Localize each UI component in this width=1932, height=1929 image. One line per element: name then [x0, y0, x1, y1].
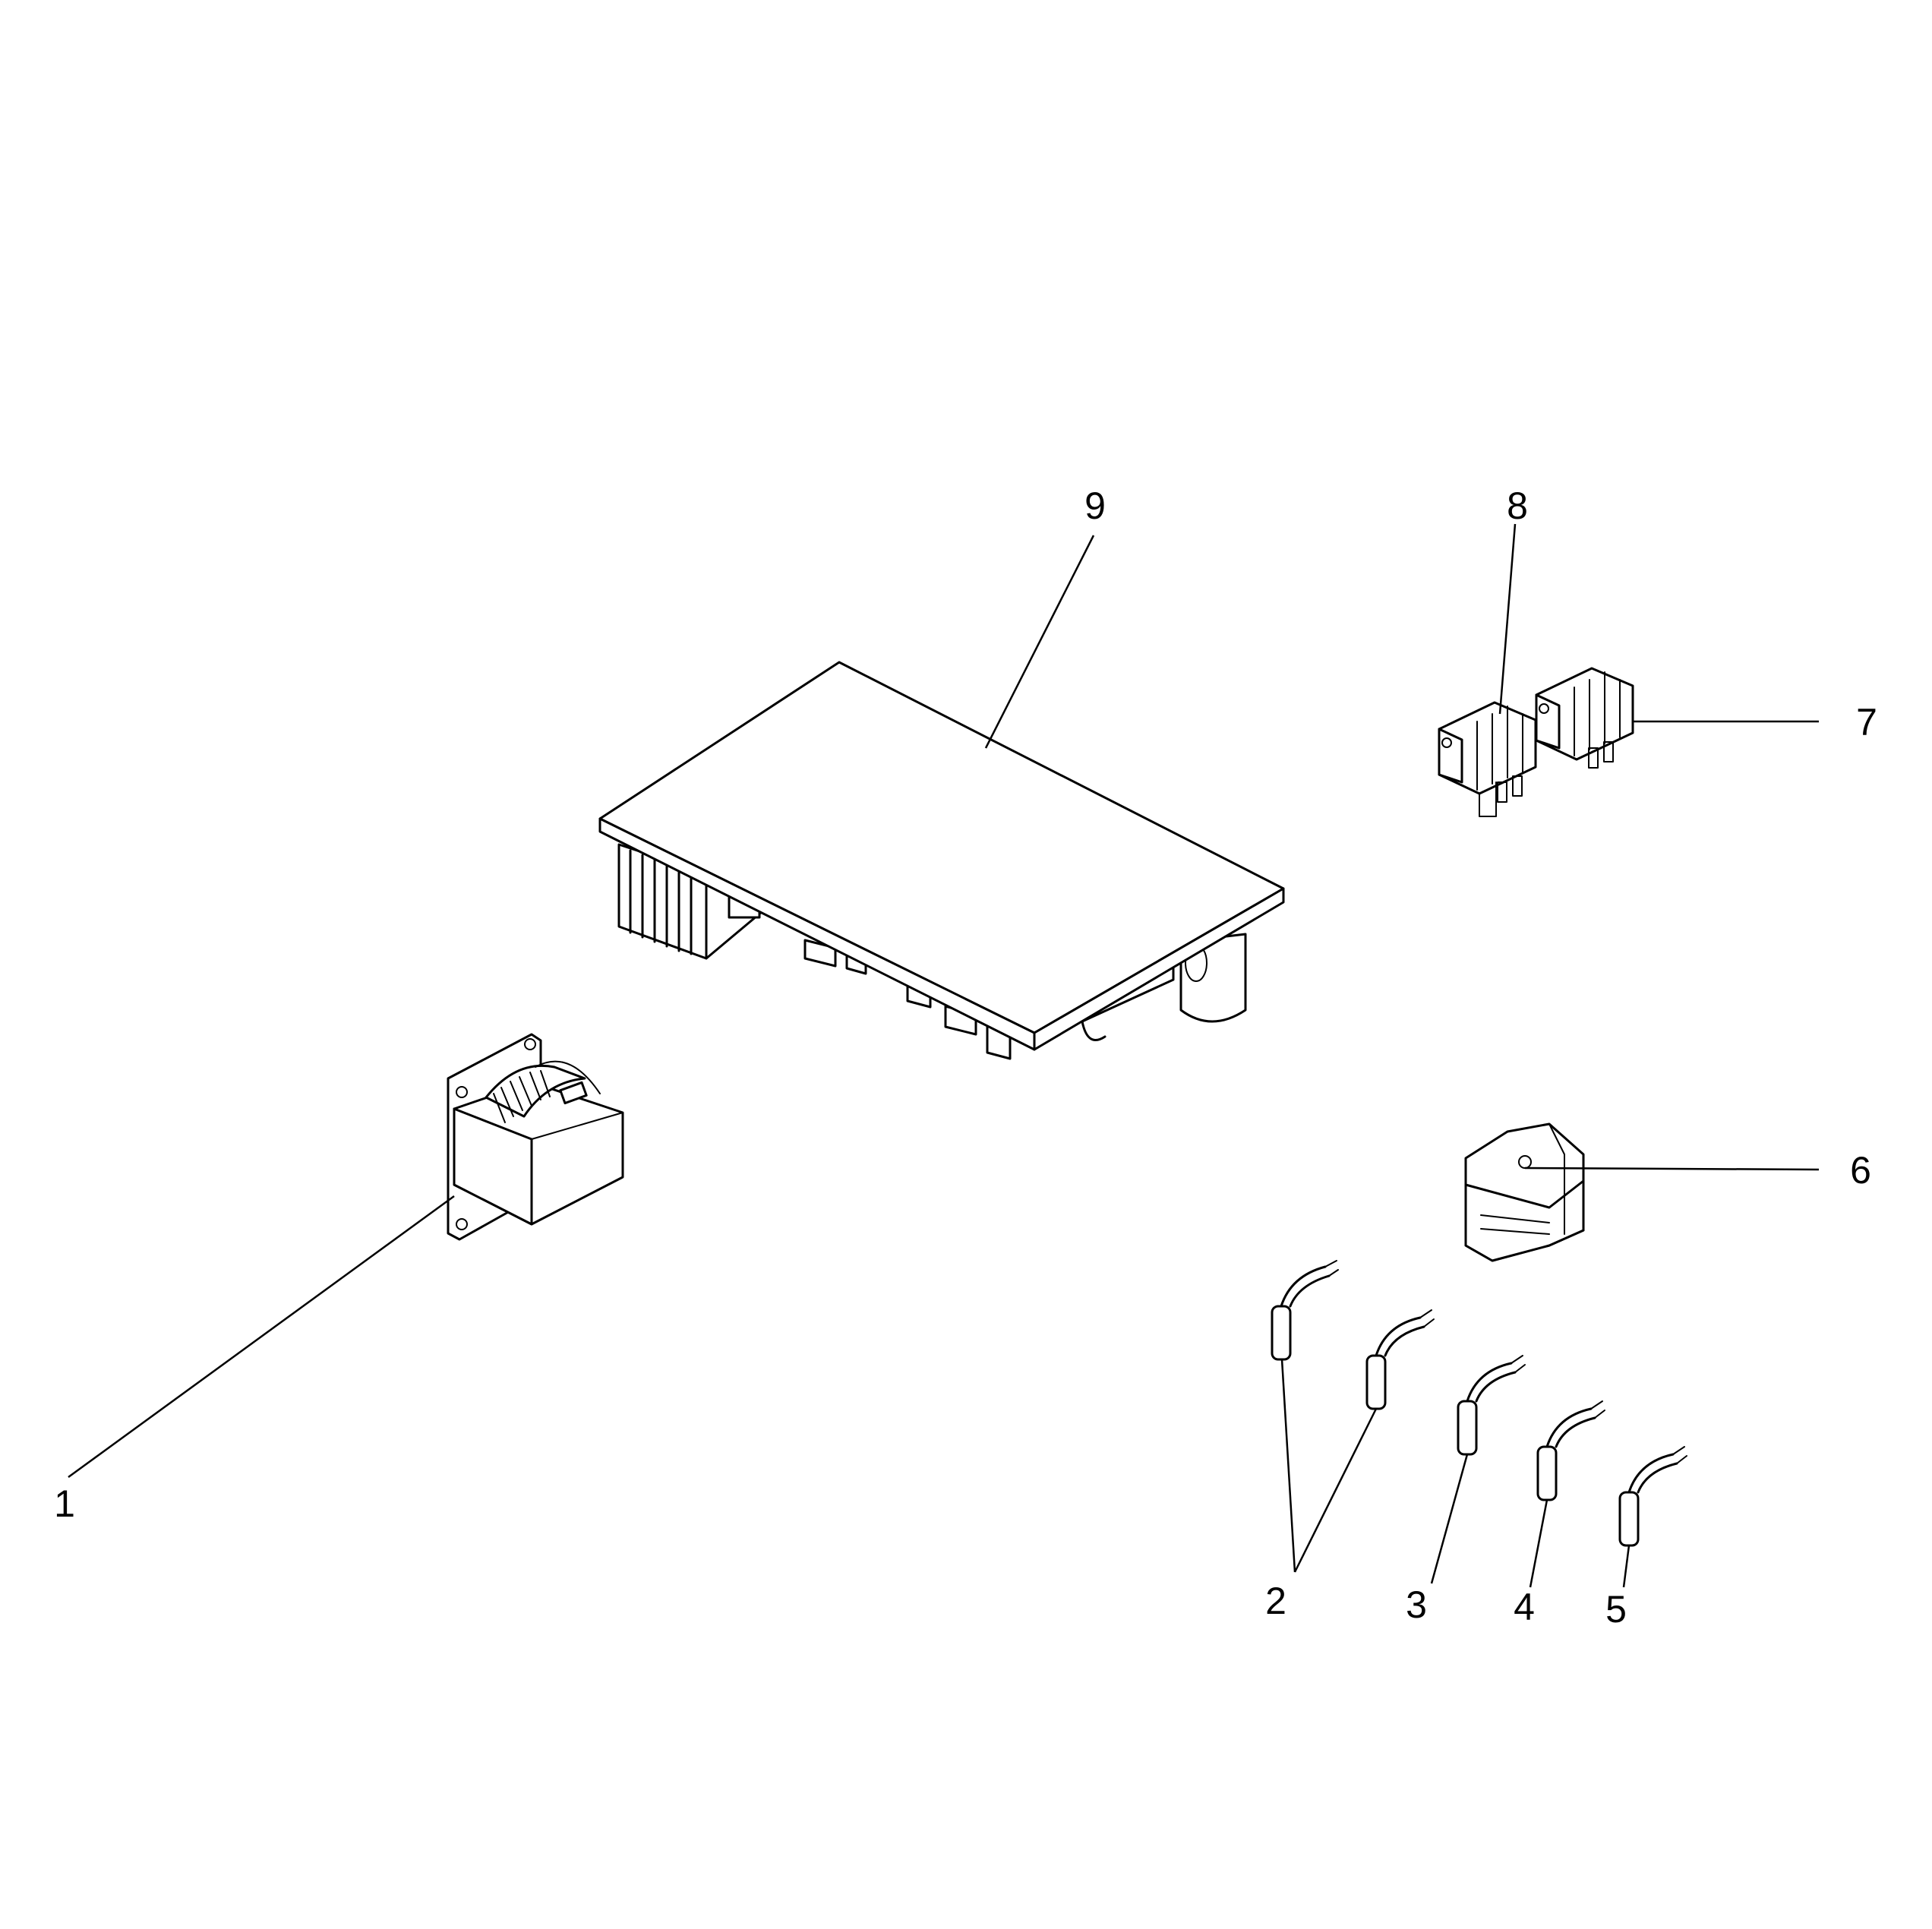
leader-5: [1622, 1545, 1631, 1588]
part-2-sensor-b: [1365, 1309, 1435, 1410]
leader-6: [1524, 1167, 1820, 1171]
leader-9: [984, 535, 1095, 749]
part-4-sensor: [1536, 1400, 1605, 1501]
part-3-sensor: [1457, 1355, 1526, 1456]
capacitor: [1179, 933, 1247, 1023]
part-2-sensor-a: [1271, 1260, 1339, 1361]
callout-6: 6: [1850, 1149, 1871, 1192]
callout-8: 8: [1507, 485, 1528, 527]
callout-labels: 1 2 3 4 5 6 7 8 9: [54, 485, 1877, 1631]
callout-7: 7: [1856, 701, 1877, 744]
leader-2b: [1293, 1408, 1378, 1573]
part-7-terminal-block: [1535, 667, 1634, 769]
callout-9: 9: [1084, 485, 1106, 527]
callout-1: 1: [54, 1482, 75, 1525]
callout-2: 2: [1265, 1580, 1286, 1622]
callout-4: 4: [1514, 1586, 1535, 1628]
part-6-housing: [1464, 1122, 1585, 1262]
callout-5: 5: [1605, 1588, 1627, 1631]
callout-3: 3: [1406, 1583, 1427, 1626]
leader-8: [1498, 523, 1517, 715]
part-9-circuit-board: [598, 661, 1285, 1060]
part-5-sensor: [1618, 1446, 1687, 1547]
leader-2a: [1280, 1359, 1296, 1573]
part-8-terminal-block: [1438, 701, 1537, 817]
leader-4: [1529, 1499, 1548, 1588]
part-1-transformer: [447, 1033, 624, 1241]
coil-winding: [485, 1060, 601, 1123]
leader-1: [68, 1195, 455, 1479]
leader-lines: [68, 523, 1820, 1588]
leader-3: [1430, 1454, 1469, 1584]
